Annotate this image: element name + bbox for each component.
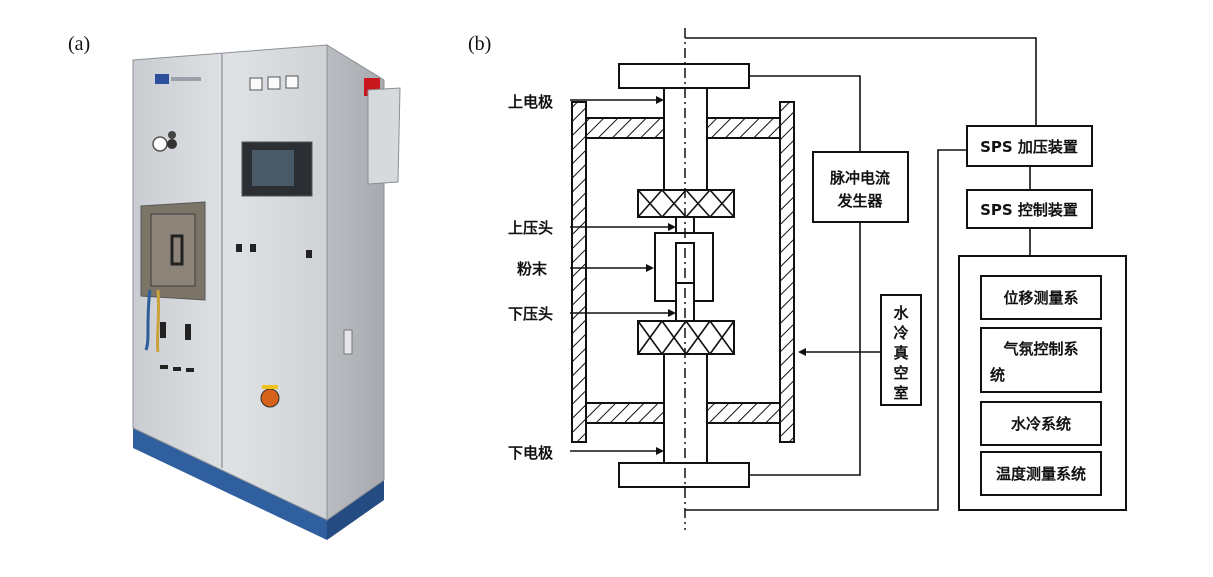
caption-a: (a) [68,33,90,55]
water-cooled-chamber-box [880,294,922,406]
displacement-box [980,275,1102,320]
chamber-right-wall [779,101,795,443]
water-cooling-box [980,401,1102,446]
lower-electrode-plate [618,462,750,488]
chamber-char-2: 冷 [893,324,908,342]
chamber-char-1: 水 [893,304,909,322]
sps-control-label: SPS 控制装置 [980,201,1078,219]
water-cooling-label: 水冷系统 [1011,415,1071,433]
label-upper-electrode: 上电极 [508,93,554,111]
label-lower-electrode: 下电极 [508,444,554,462]
pulse-generator-line2: 发生器 [836,192,883,210]
temperature-box [980,451,1102,496]
sps-pressure-box [966,125,1093,167]
chamber-char-5: 室 [893,384,908,402]
sps-pressure-label: SPS 加压装置 [980,138,1078,156]
upper-spacer [637,189,735,218]
upper-electrode-plate [618,63,750,89]
pulse-generator-box [812,151,909,223]
label-lower-punch: 下压头 [508,305,553,323]
sps-machine-photo [132,44,401,540]
chamber-left-wall [571,101,587,443]
atmosphere-box [980,327,1102,393]
label-powder: 粉末 [517,260,548,278]
displacement-label: 位移测量系 [1003,289,1078,307]
atmosphere-label-2: 统 [990,366,1005,384]
caption-b: (b) [468,33,491,55]
sps-schematic: 上电极 上压头 粉末 下压头 下电极 脉冲电流 发生器 水 冷 真 空 室 SP… [508,28,1127,530]
lower-spacer [637,320,735,355]
pulse-generator-line1: 脉冲电流 [829,169,890,187]
label-upper-punch: 上压头 [508,219,553,237]
atmosphere-label-1: 气氛控制系 [1002,340,1078,358]
temperature-label: 温度测量系统 [996,465,1086,483]
chamber-char-3: 真 [893,344,908,362]
chamber-char-4: 空 [893,364,908,382]
